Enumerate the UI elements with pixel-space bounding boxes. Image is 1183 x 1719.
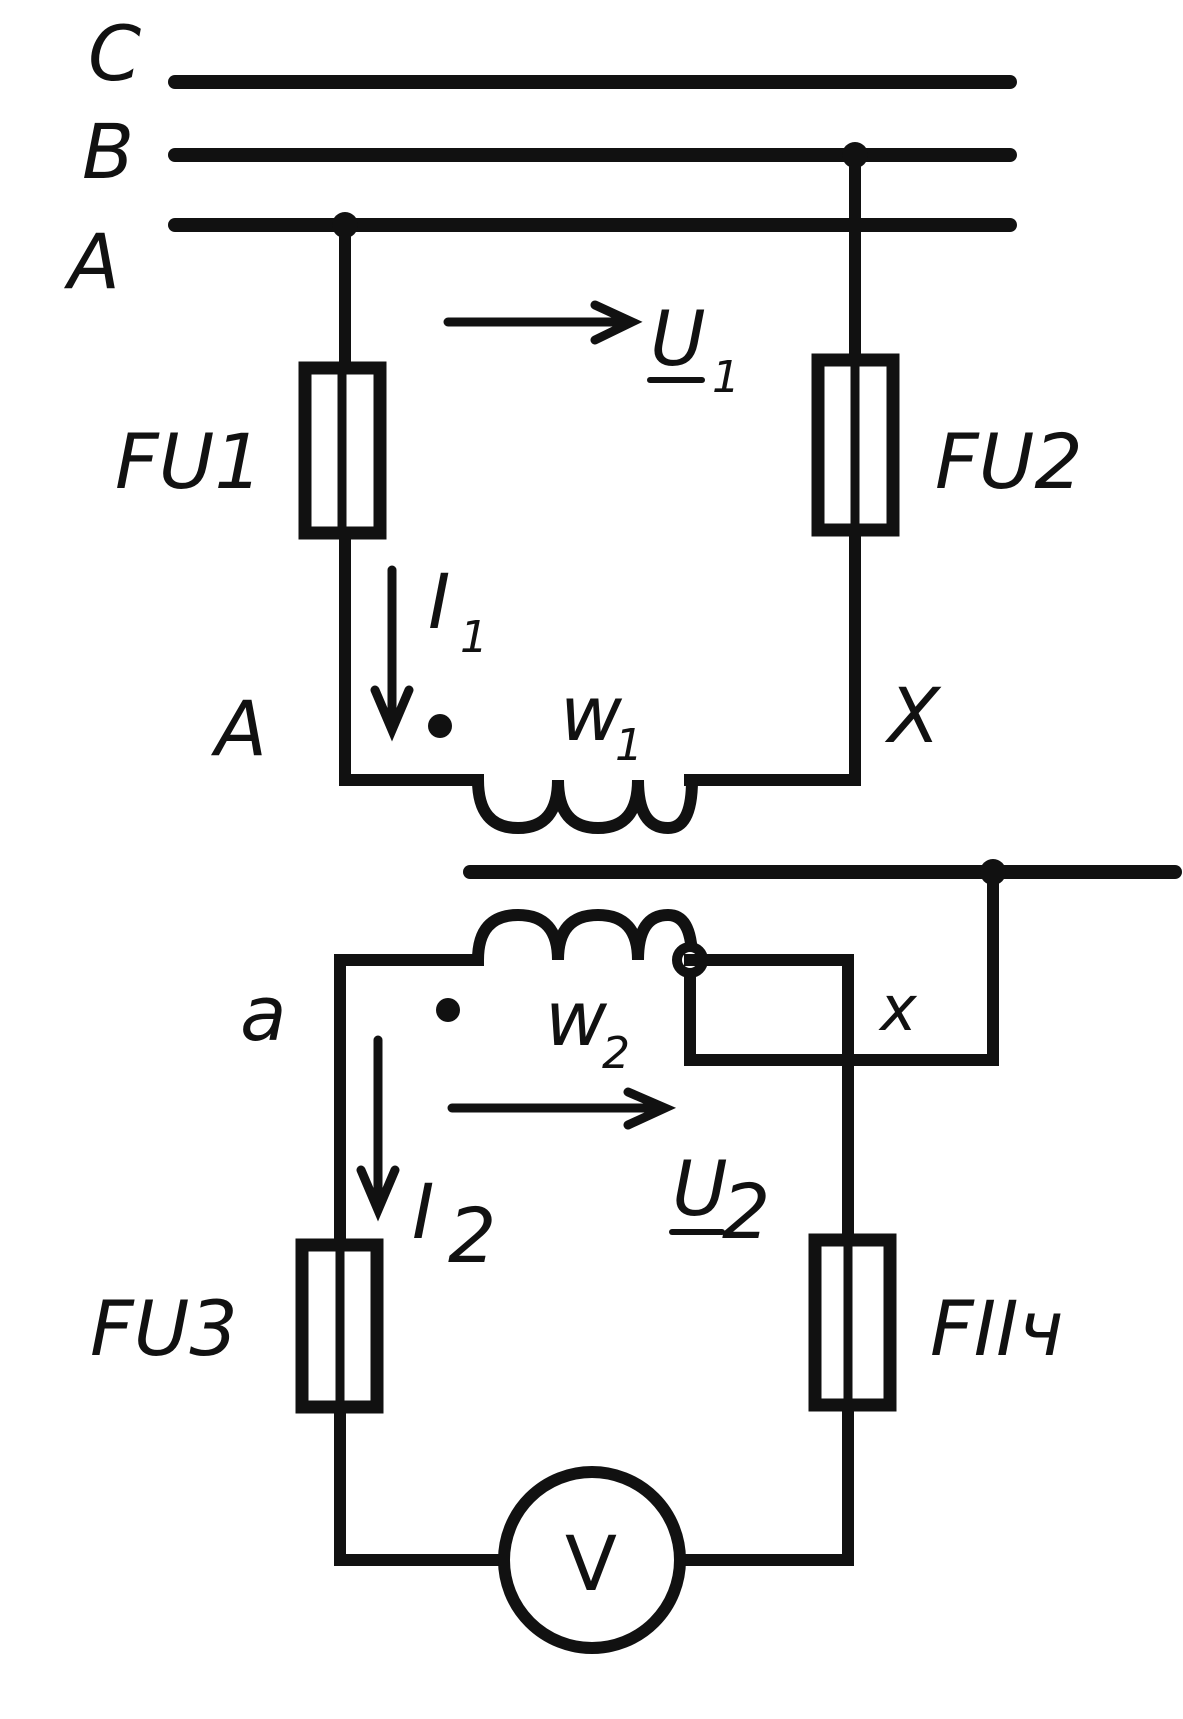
primary-winding-label: w [560,669,623,758]
phase-label-b: B [82,107,134,196]
ground-connection-wire [684,866,999,1066]
fuse-label-fu1: FU1 [115,417,263,506]
voltage-label-u2: U [672,1144,728,1233]
voltage-sub-u1: 1 [712,352,740,403]
fuse-label-fu2: FU2 [935,417,1083,506]
voltage-arrow-u1 [443,300,643,345]
voltmeter [498,1466,686,1654]
secondary-terminal-x: x [878,972,918,1045]
voltage-arrow-u2 [447,1087,677,1130]
primary-winding-sub: 1 [615,720,643,771]
primary-terminal-x: X [884,671,942,760]
primary-left-wire [339,219,484,786]
polarity-dot-secondary [436,998,460,1022]
current-label-i2: I [412,1167,434,1256]
secondary-right-wire [674,954,854,1566]
current-arrow-i1 [370,565,414,742]
phase-label-c: C [88,9,141,98]
secondary-winding-label: w [545,974,608,1063]
current-sub-i2: 2 [448,1191,496,1280]
polarity-dot-primary [428,714,452,738]
secondary-left-wire [334,954,511,1566]
secondary-terminal-a: a [240,969,287,1058]
voltmeter-symbol: V [565,1519,617,1608]
secondary-winding-sub: 2 [602,1028,630,1079]
primary-right-wire [684,149,861,786]
fuse-label-fu3: FU3 [90,1284,238,1373]
secondary-winding-coil [471,908,699,967]
current-label-i1: I [428,557,450,646]
voltage-sub-u2: 2 [722,1167,770,1256]
primary-terminal-a: A [210,684,267,773]
phase-label-a: A [63,217,120,306]
voltage-label-u1: U [650,294,706,383]
current-sub-i1: 1 [460,612,488,663]
primary-winding-coil [471,773,699,835]
fuse-label-fu4: FIIч [930,1284,1063,1373]
current-arrow-i2 [356,1035,400,1222]
